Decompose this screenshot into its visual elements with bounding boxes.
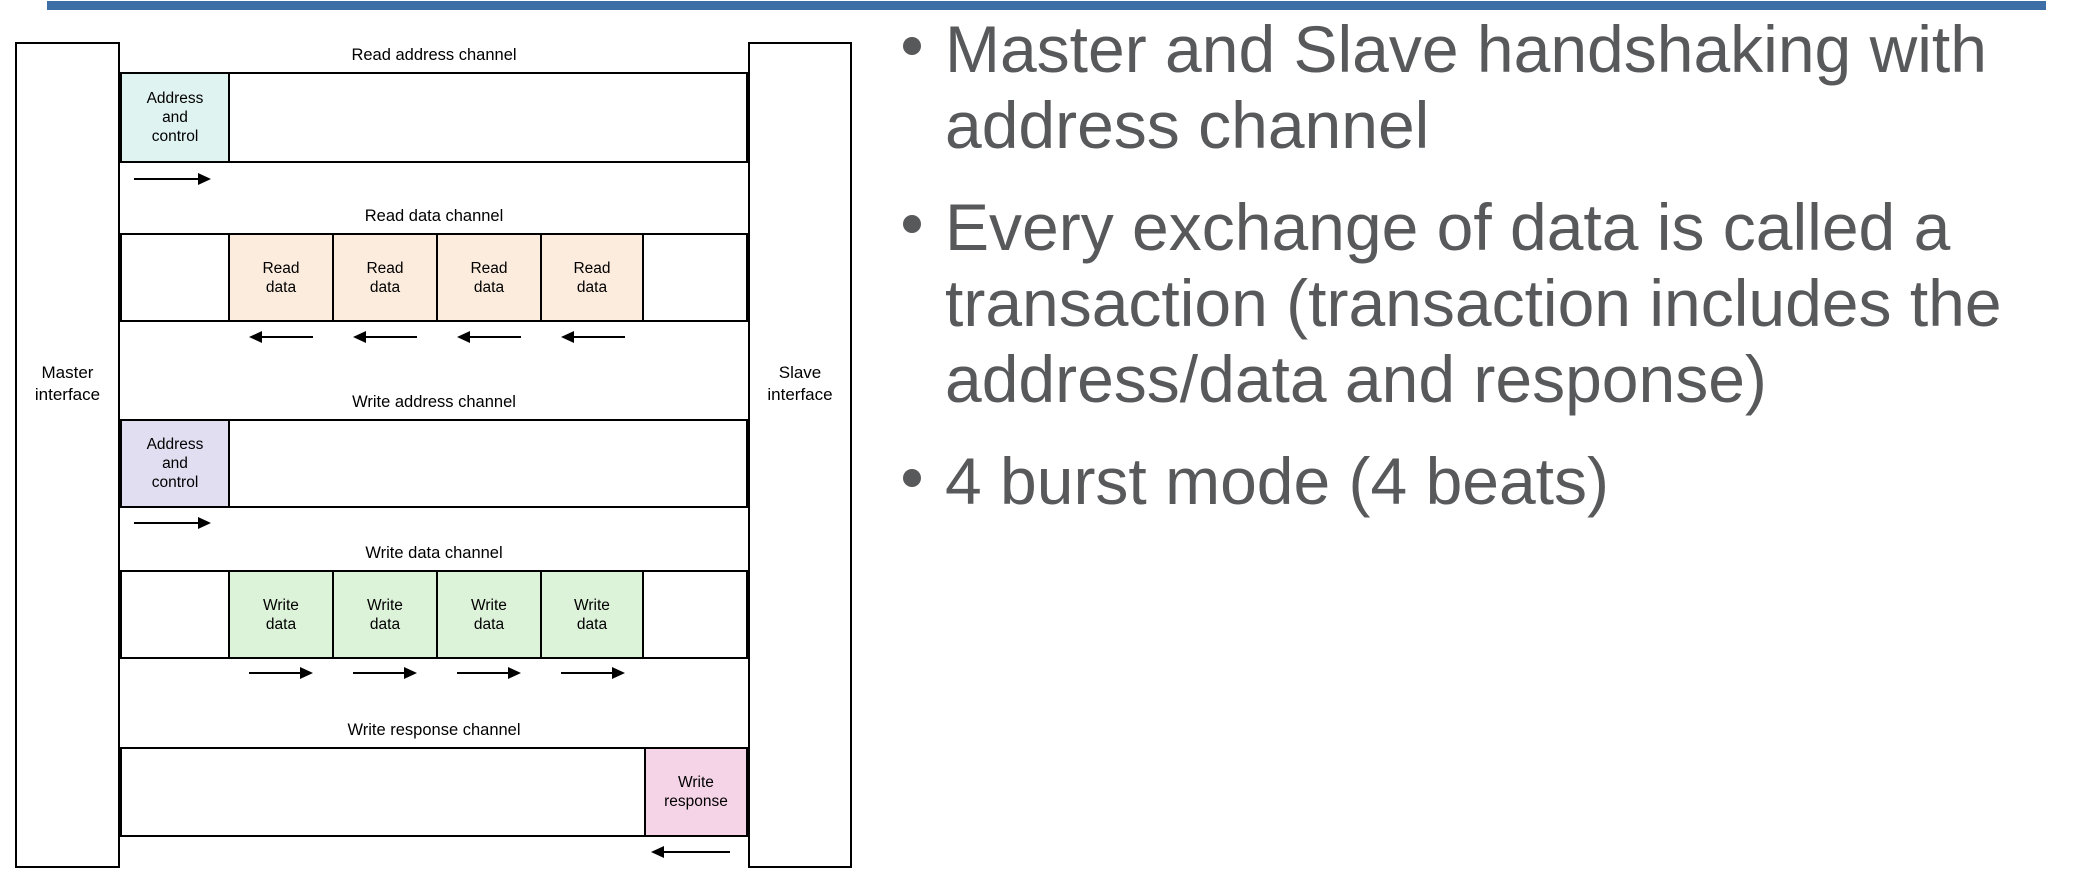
bullet-dot-icon: [903, 37, 921, 55]
slave-interface-box: Slave interface: [748, 42, 852, 868]
master-interface-label: Master interface: [34, 363, 101, 404]
read-data-box-label: Read data: [366, 259, 404, 296]
left-arrow-icon: [249, 331, 313, 343]
channel-label-write-response: Write response channel: [347, 721, 521, 739]
channel-row-write-response: [120, 747, 748, 837]
left-arrow-icon: [561, 331, 625, 343]
right-arrow-icon: [134, 173, 211, 185]
read-data-box: Read data: [228, 233, 334, 322]
bullet-item: 4 burst mode (4 beats): [903, 443, 2063, 519]
address-control-box-write-label: Address and control: [146, 436, 204, 491]
channel-label-read-address: Read address channel: [351, 46, 517, 64]
read-data-box: Read data: [332, 233, 438, 322]
right-arrow-icon: [457, 667, 521, 679]
slave-interface-label: Slave interface: [767, 363, 833, 404]
write-data-box-label: Write data: [367, 596, 403, 633]
left-arrow-icon: [651, 846, 730, 858]
write-data-box: Write data: [540, 570, 644, 659]
address-control-box-read-label: Address and control: [146, 90, 204, 145]
master-interface-box: Master interface: [15, 42, 120, 868]
write-data-box: Write data: [436, 570, 542, 659]
read-data-box-label: Read data: [470, 259, 508, 296]
right-arrow-icon: [353, 667, 417, 679]
write-data-box: Write data: [228, 570, 334, 659]
bullet-dot-icon: [903, 469, 921, 487]
bullet-list: Master and Slave handshaking with addres…: [903, 11, 2063, 545]
address-control-box-write: Address and control: [120, 419, 230, 508]
left-arrow-icon: [457, 331, 521, 343]
bullet-dot-icon: [903, 215, 921, 233]
read-data-box: Read data: [436, 233, 542, 322]
bullet-text: 4 burst mode (4 beats): [945, 444, 1609, 518]
address-control-box-read: Address and control: [120, 72, 230, 163]
axi-channel-diagram: Master interface Slave interface Read ad…: [15, 42, 852, 868]
bullet-item: Every exchange of data is called a trans…: [903, 189, 2063, 417]
write-data-box-label: Write data: [574, 596, 610, 633]
bullet-text: Master and Slave handshaking with addres…: [945, 12, 1987, 162]
channel-label-write-address: Write address channel: [352, 393, 516, 411]
write-response-box: Write response: [644, 747, 748, 837]
bullet-text: Every exchange of data is called a trans…: [945, 190, 2002, 416]
top-accent-bar: [47, 1, 2046, 10]
bullet-item: Master and Slave handshaking with addres…: [903, 11, 2063, 163]
read-data-box: Read data: [540, 233, 644, 322]
left-arrow-icon: [353, 331, 417, 343]
write-data-box-label: Write data: [471, 596, 507, 633]
read-data-box-label: Read data: [573, 259, 611, 296]
channel-label-read-data: Read data channel: [364, 207, 504, 225]
right-arrow-icon: [134, 517, 211, 529]
write-data-box: Write data: [332, 570, 438, 659]
read-data-box-label: Read data: [262, 259, 300, 296]
right-arrow-icon: [249, 667, 313, 679]
right-arrow-icon: [561, 667, 625, 679]
channel-label-write-data: Write data channel: [365, 544, 503, 562]
write-response-box-label: Write response: [664, 774, 728, 810]
write-data-box-label: Write data: [263, 596, 299, 633]
